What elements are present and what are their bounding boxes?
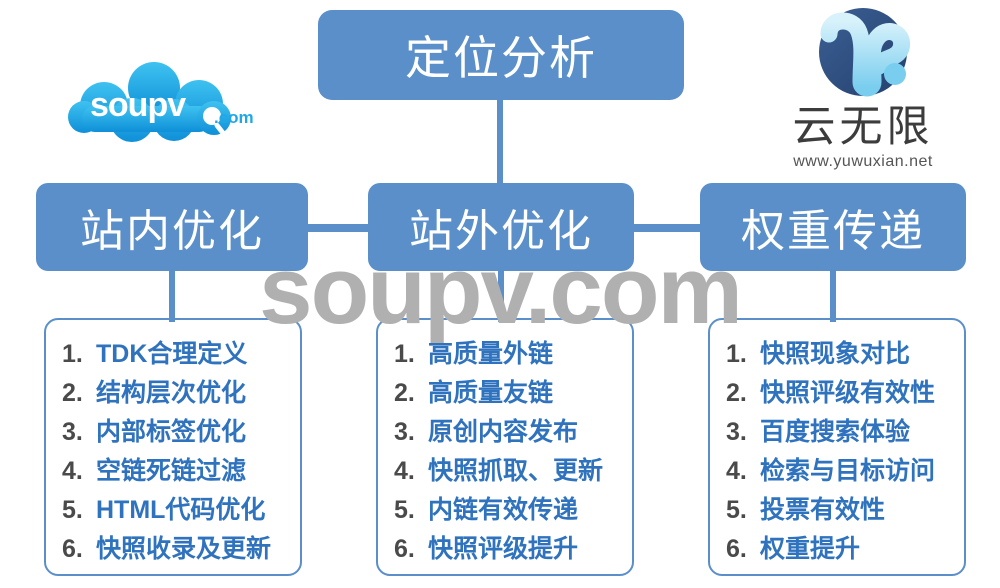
list-item-label: 空链死链过滤 [96,457,247,485]
node-branch-onsite-label: 站内优化 [80,207,264,256]
list-item: 5. HTML代码优化 [62,490,300,529]
list-item-number: 3. [62,418,83,446]
list-item: 1. 高质量外链 [394,334,632,373]
connector-left-branch-down [169,268,175,322]
node-root-label: 定位分析 [405,32,597,84]
list-item: 5. 投票有效性 [726,490,964,529]
list-item-number: 4. [726,457,747,485]
cloud-icon [68,62,231,142]
yuwuxian-brand-text: 云无限 [792,102,934,152]
list-item-number: 4. [394,457,415,485]
node-root[interactable]: 定位分析 [318,10,684,100]
list-item-number: 6. [726,535,747,563]
list-item: 5. 内链有效传递 [394,490,632,529]
list-item-label: 快照抓取、更新 [428,457,604,485]
list-panel-onsite: 1. TDK合理定义 2. 结构层次优化 3. 内部标签优化 4. 空链死链过滤… [44,318,302,576]
list-item-number: 2. [726,379,747,407]
node-branch-onsite[interactable]: 站内优化 [36,183,308,271]
list-item-label: 快照评级有效性 [760,379,936,407]
list-item: 1. TDK合理定义 [62,334,300,373]
list-item-label: 投票有效性 [760,496,886,524]
list-item: 3. 百度搜索体验 [726,412,964,451]
list-item-label: 快照评级提升 [428,535,579,563]
list-item-number: 1. [726,340,747,368]
list-item: 3. 原创内容发布 [394,412,632,451]
list-item-number: 5. [394,496,415,524]
list-item-number: 2. [62,379,83,407]
node-branch-weight-label: 权重传递 [741,207,925,256]
list-item: 4. 空链死链过滤 [62,451,300,490]
list-panel-weight: 1. 快照现象对比 2. 快照评级有效性 3. 百度搜索体验 4. 检索与目标访… [708,318,966,576]
list-item-number: 6. [394,535,415,563]
node-branch-weight[interactable]: 权重传递 [700,183,966,271]
list-item-number: 5. [62,496,83,524]
list-item-number: 5. [726,496,747,524]
soupv-logo: soupv .com [62,62,292,152]
list-item-number: 1. [62,340,83,368]
list-item-label: 检索与目标访问 [760,457,936,485]
list-item-number: 4. [62,457,83,485]
list-item-number: 2. [394,379,415,407]
list-item-label: 权重提升 [760,535,861,563]
node-branch-offsite[interactable]: 站外优化 [368,183,634,271]
list-item-label: 原创内容发布 [428,418,579,446]
list-item-label: 内链有效传递 [428,496,579,524]
node-branch-offsite-label: 站外优化 [409,207,593,256]
list-item-number: 3. [394,418,415,446]
list-item-number: 6. [62,535,83,563]
soupv-domain-suffix: .com [214,108,254,127]
list-item: 3. 内部标签优化 [62,412,300,451]
list-item-label: 高质量外链 [428,340,554,368]
list-item-label: 快照收录及更新 [96,535,272,563]
magnifier-icon [197,101,231,137]
list-item: 6. 权重提升 [726,529,964,568]
list-item-label: 内部标签优化 [96,418,247,446]
yuwuxian-logo: 云无限 www.yuwuxian.net [748,4,978,176]
yuwuxian-mark-icon [819,8,911,97]
list-item: 6. 快照收录及更新 [62,529,300,568]
list-item-label: 高质量友链 [428,379,554,407]
list-item-label: 结构层次优化 [96,379,247,407]
list-item-number: 1. [394,340,415,368]
list-item: 2. 快照评级有效性 [726,373,964,412]
list-item: 2. 结构层次优化 [62,373,300,412]
connector-right-branch-down [830,268,836,322]
list-item: 4. 检索与目标访问 [726,451,964,490]
list-item: 1. 快照现象对比 [726,334,964,373]
soupv-wordmark: soupv [90,86,186,124]
list-item-label: HTML代码优化 [96,496,266,524]
connector-middle-branch-down [498,268,504,322]
list-item: 2. 高质量友链 [394,373,632,412]
list-panel-offsite: 1. 高质量外链 2. 高质量友链 3. 原创内容发布 4. 快照抓取、更新 5… [376,318,634,576]
yuwuxian-site-url: www.yuwuxian.net [793,153,933,170]
list-item-label: TDK合理定义 [96,340,248,368]
list-item-number: 3. [726,418,747,446]
list-item: 4. 快照抓取、更新 [394,451,632,490]
list-item: 6. 快照评级提升 [394,529,632,568]
list-item-label: 百度搜索体验 [760,418,911,446]
connector-root-to-middle [497,96,503,188]
list-item-label: 快照现象对比 [760,340,911,368]
